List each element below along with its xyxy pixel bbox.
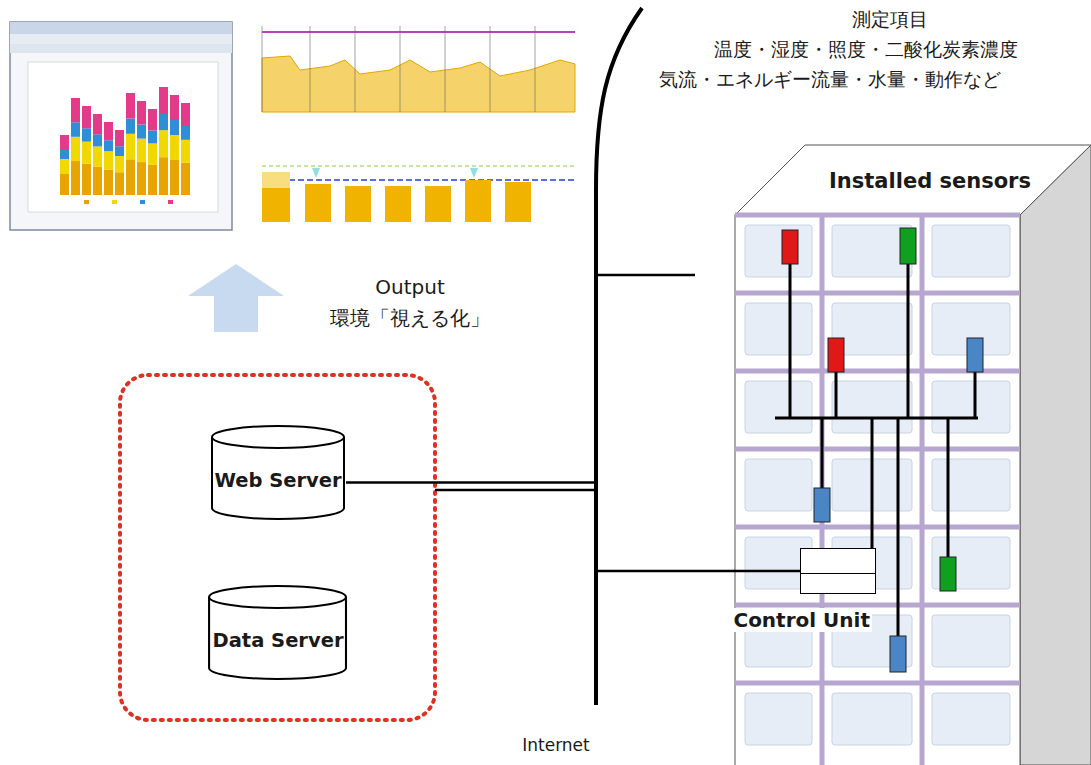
text-label: Internet (522, 735, 590, 755)
sensor-wiring (775, 262, 978, 638)
control-unit: Control Unit (690, 548, 880, 648)
text-label: 温度・湿度・照度・二酸化炭素濃度 (714, 37, 1018, 63)
text-label: Output (375, 275, 444, 299)
internet-line (596, 8, 642, 705)
text-label: 気流・エネルギー流量・水量・動作など (659, 67, 1001, 93)
node-label: Web Server (214, 469, 341, 492)
output-arrow (188, 264, 284, 332)
building (735, 145, 1091, 765)
node-label: Control Unit (731, 608, 872, 632)
control-box-divider (801, 573, 875, 574)
data-server-cylinder: Data Server (207, 585, 348, 680)
building-node: Installed sensorsControl Unit (735, 145, 1091, 765)
connector (346, 483, 800, 572)
sensors (782, 228, 983, 672)
screenshot-bar-chart (250, 140, 578, 232)
web-server-cylinder: Web Server (210, 425, 346, 520)
screenshot-browser (10, 22, 232, 230)
text-label: 環境「視える化」 (330, 305, 490, 332)
control-box (800, 548, 876, 594)
server-group-outline (120, 375, 435, 720)
text-label: 測定項目 (852, 7, 928, 33)
node-label: Data Server (212, 629, 343, 652)
node-label: Installed sensors (829, 169, 1031, 193)
screenshot-area-chart (250, 18, 578, 126)
